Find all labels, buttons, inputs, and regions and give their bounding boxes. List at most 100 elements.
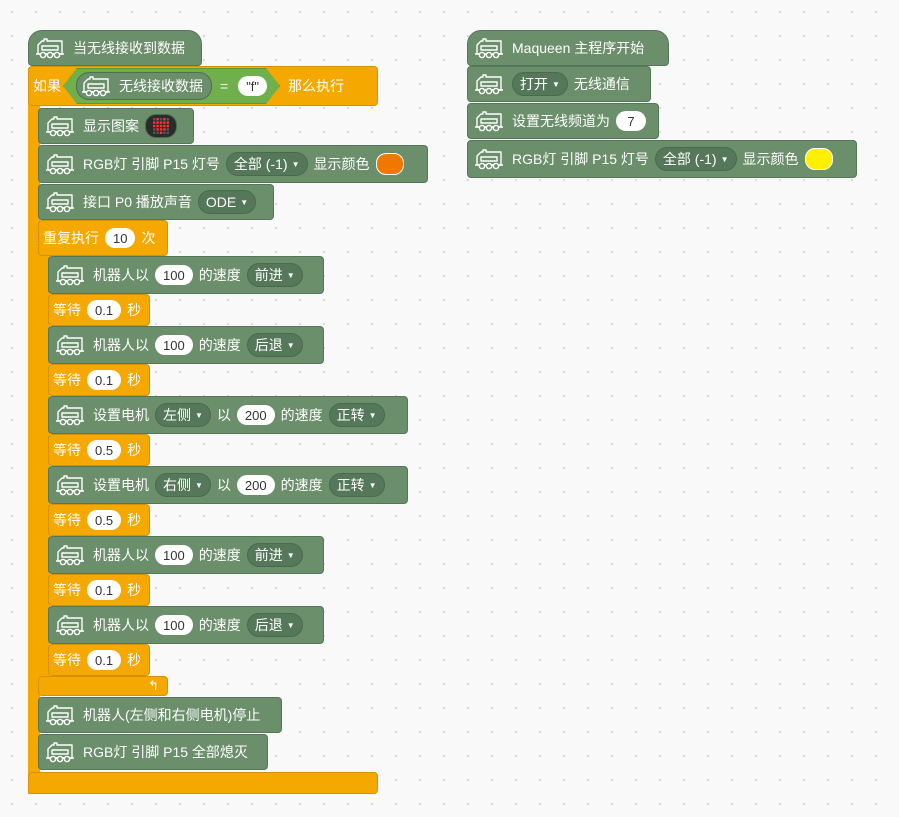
rgb-set-color-block[interactable]: RGB灯 引脚 P15 灯号 全部 (-1)▼ 显示颜色 xyxy=(467,140,857,178)
robot-stop-block[interactable]: 机器人(左侧和右侧电机)停止 xyxy=(38,697,282,733)
wireless-received-data-reporter[interactable]: 无线接收数据 xyxy=(76,72,212,100)
play-sound-label: 接口 P0 播放声音 xyxy=(83,194,192,210)
maqueen-robot-icon xyxy=(55,544,85,566)
speed-input[interactable]: 100 xyxy=(155,545,193,565)
color-picker-yellow[interactable] xyxy=(804,148,833,170)
hat-label: 当无线接收到数据 xyxy=(73,40,185,56)
then-label: 那么执行 xyxy=(288,78,345,94)
repeat-block-end: ↰ xyxy=(38,676,168,696)
repeat-block-arm xyxy=(38,226,50,694)
repeat-label: 重复执行 xyxy=(43,230,99,246)
rgb-all-off-block[interactable]: RGB灯 引脚 P15 全部熄灭 xyxy=(38,734,268,770)
led-number-dropdown[interactable]: 全部 (-1)▼ xyxy=(225,152,308,176)
chevron-down-icon: ▼ xyxy=(291,159,300,169)
seconds-label: 秒 xyxy=(127,512,142,528)
direction-dropdown[interactable]: 前进▼ xyxy=(246,543,303,567)
led-matrix-pattern-picker[interactable] xyxy=(145,114,177,138)
move-prefix-label: 机器人以 xyxy=(93,617,149,633)
robot-stop-label: 机器人(左侧和右侧电机)停止 xyxy=(83,707,261,723)
maqueen-robot-icon xyxy=(35,37,65,59)
motor-side-dropdown[interactable]: 右侧▼ xyxy=(155,473,211,497)
if-then-block[interactable]: 如果 无线接收数据 = "f" 那么执行 xyxy=(28,66,378,106)
maqueen-robot-icon xyxy=(474,148,504,170)
speed-input[interactable]: 100 xyxy=(155,615,193,635)
speed-input[interactable]: 100 xyxy=(155,265,193,285)
melody-dropdown[interactable]: ODE▼ xyxy=(197,190,257,214)
chevron-down-icon: ▼ xyxy=(720,154,729,164)
wait-seconds-input[interactable]: 0.5 xyxy=(87,510,122,530)
move-prefix-label: 机器人以 xyxy=(93,547,149,563)
set-channel-label: 设置无线频道为 xyxy=(512,113,610,129)
direction-dropdown[interactable]: 前进▼ xyxy=(246,263,303,287)
wait-seconds-input[interactable]: 0.1 xyxy=(87,580,122,600)
rgb-set-color-block[interactable]: RGB灯 引脚 P15 灯号 全部 (-1)▼ 显示颜色 xyxy=(38,145,428,183)
direction-dropdown[interactable]: 后退▼ xyxy=(246,613,303,637)
chevron-down-icon: ▼ xyxy=(552,79,560,89)
chevron-down-icon: ▼ xyxy=(286,620,295,630)
speed-label: 的速度 xyxy=(198,337,241,353)
open-close-dropdown[interactable]: 打开▼ xyxy=(512,72,568,96)
rotation-dropdown[interactable]: 正转▼ xyxy=(328,473,385,497)
wait-label: 等待 xyxy=(53,582,81,598)
chevron-down-icon: ▼ xyxy=(368,480,377,490)
rotation-dropdown[interactable]: 正转▼ xyxy=(328,403,385,427)
show-pattern-block[interactable]: 显示图案 xyxy=(38,108,194,144)
wait-seconds-input[interactable]: 0.5 xyxy=(87,440,122,460)
speed-input[interactable]: 200 xyxy=(236,405,275,425)
chevron-down-icon: ▼ xyxy=(286,550,295,560)
speed-label: 的速度 xyxy=(198,267,241,283)
direction-dropdown[interactable]: 后退▼ xyxy=(246,333,303,357)
repeat-times-label: 次 xyxy=(141,230,156,246)
set-wireless-channel-block[interactable]: 设置无线频道为 7 xyxy=(467,103,659,139)
motor-side-dropdown[interactable]: 左侧▼ xyxy=(155,403,211,427)
maqueen-robot-icon xyxy=(474,110,504,132)
repeat-count-input[interactable]: 10 xyxy=(105,228,136,248)
speed-input[interactable]: 100 xyxy=(155,335,193,355)
rgb-prefix-label: RGB灯 引脚 P15 灯号 xyxy=(83,156,220,172)
move-prefix-label: 机器人以 xyxy=(93,267,149,283)
main-start-label: Maqueen 主程序开始 xyxy=(512,40,645,56)
repeat-block[interactable]: 重复执行 10 次 xyxy=(38,220,168,256)
wireless-comm-label: 无线通信 xyxy=(573,76,630,92)
maqueen-robot-icon xyxy=(81,75,111,97)
maqueen-main-start-hat-block[interactable]: Maqueen 主程序开始 xyxy=(467,30,669,66)
with-label: 以 xyxy=(216,477,231,493)
set-motor-label: 设置电机 xyxy=(93,477,149,493)
maqueen-robot-icon xyxy=(55,404,85,426)
wireless-toggle-block[interactable]: 打开▼ 无线通信 xyxy=(467,66,651,102)
led-number-dropdown[interactable]: 全部 (-1)▼ xyxy=(654,147,737,171)
show-color-label: 显示颜色 xyxy=(313,156,370,172)
play-sound-block[interactable]: 接口 P0 播放声音 ODE▼ xyxy=(38,184,274,220)
wait-seconds-input[interactable]: 0.1 xyxy=(87,300,122,320)
robot-move-block[interactable]: 机器人以 100 的速度前进▼ xyxy=(48,256,324,294)
loop-return-icon: ↰ xyxy=(148,678,159,693)
speed-input[interactable]: 200 xyxy=(236,475,275,495)
speed-label: 的速度 xyxy=(280,407,323,423)
received-data-label: 无线接收数据 xyxy=(119,78,203,94)
chevron-down-icon: ▼ xyxy=(195,410,203,420)
wait-label: 等待 xyxy=(53,652,81,668)
wait-seconds-input[interactable]: 0.1 xyxy=(87,650,122,670)
maqueen-robot-icon xyxy=(474,37,504,59)
color-picker-orange[interactable] xyxy=(375,153,404,175)
channel-value-input[interactable]: 7 xyxy=(616,111,646,131)
equals-condition[interactable]: 无线接收数据 = "f" xyxy=(63,68,280,104)
wireless-receive-hat-block[interactable]: 当无线接收到数据 xyxy=(28,30,202,66)
chevron-down-icon: ▼ xyxy=(286,270,295,280)
maqueen-robot-icon xyxy=(55,614,85,636)
chevron-down-icon: ▼ xyxy=(286,340,295,350)
wait-seconds-input[interactable]: 0.1 xyxy=(87,370,122,390)
string-value-input[interactable]: "f" xyxy=(238,76,267,96)
